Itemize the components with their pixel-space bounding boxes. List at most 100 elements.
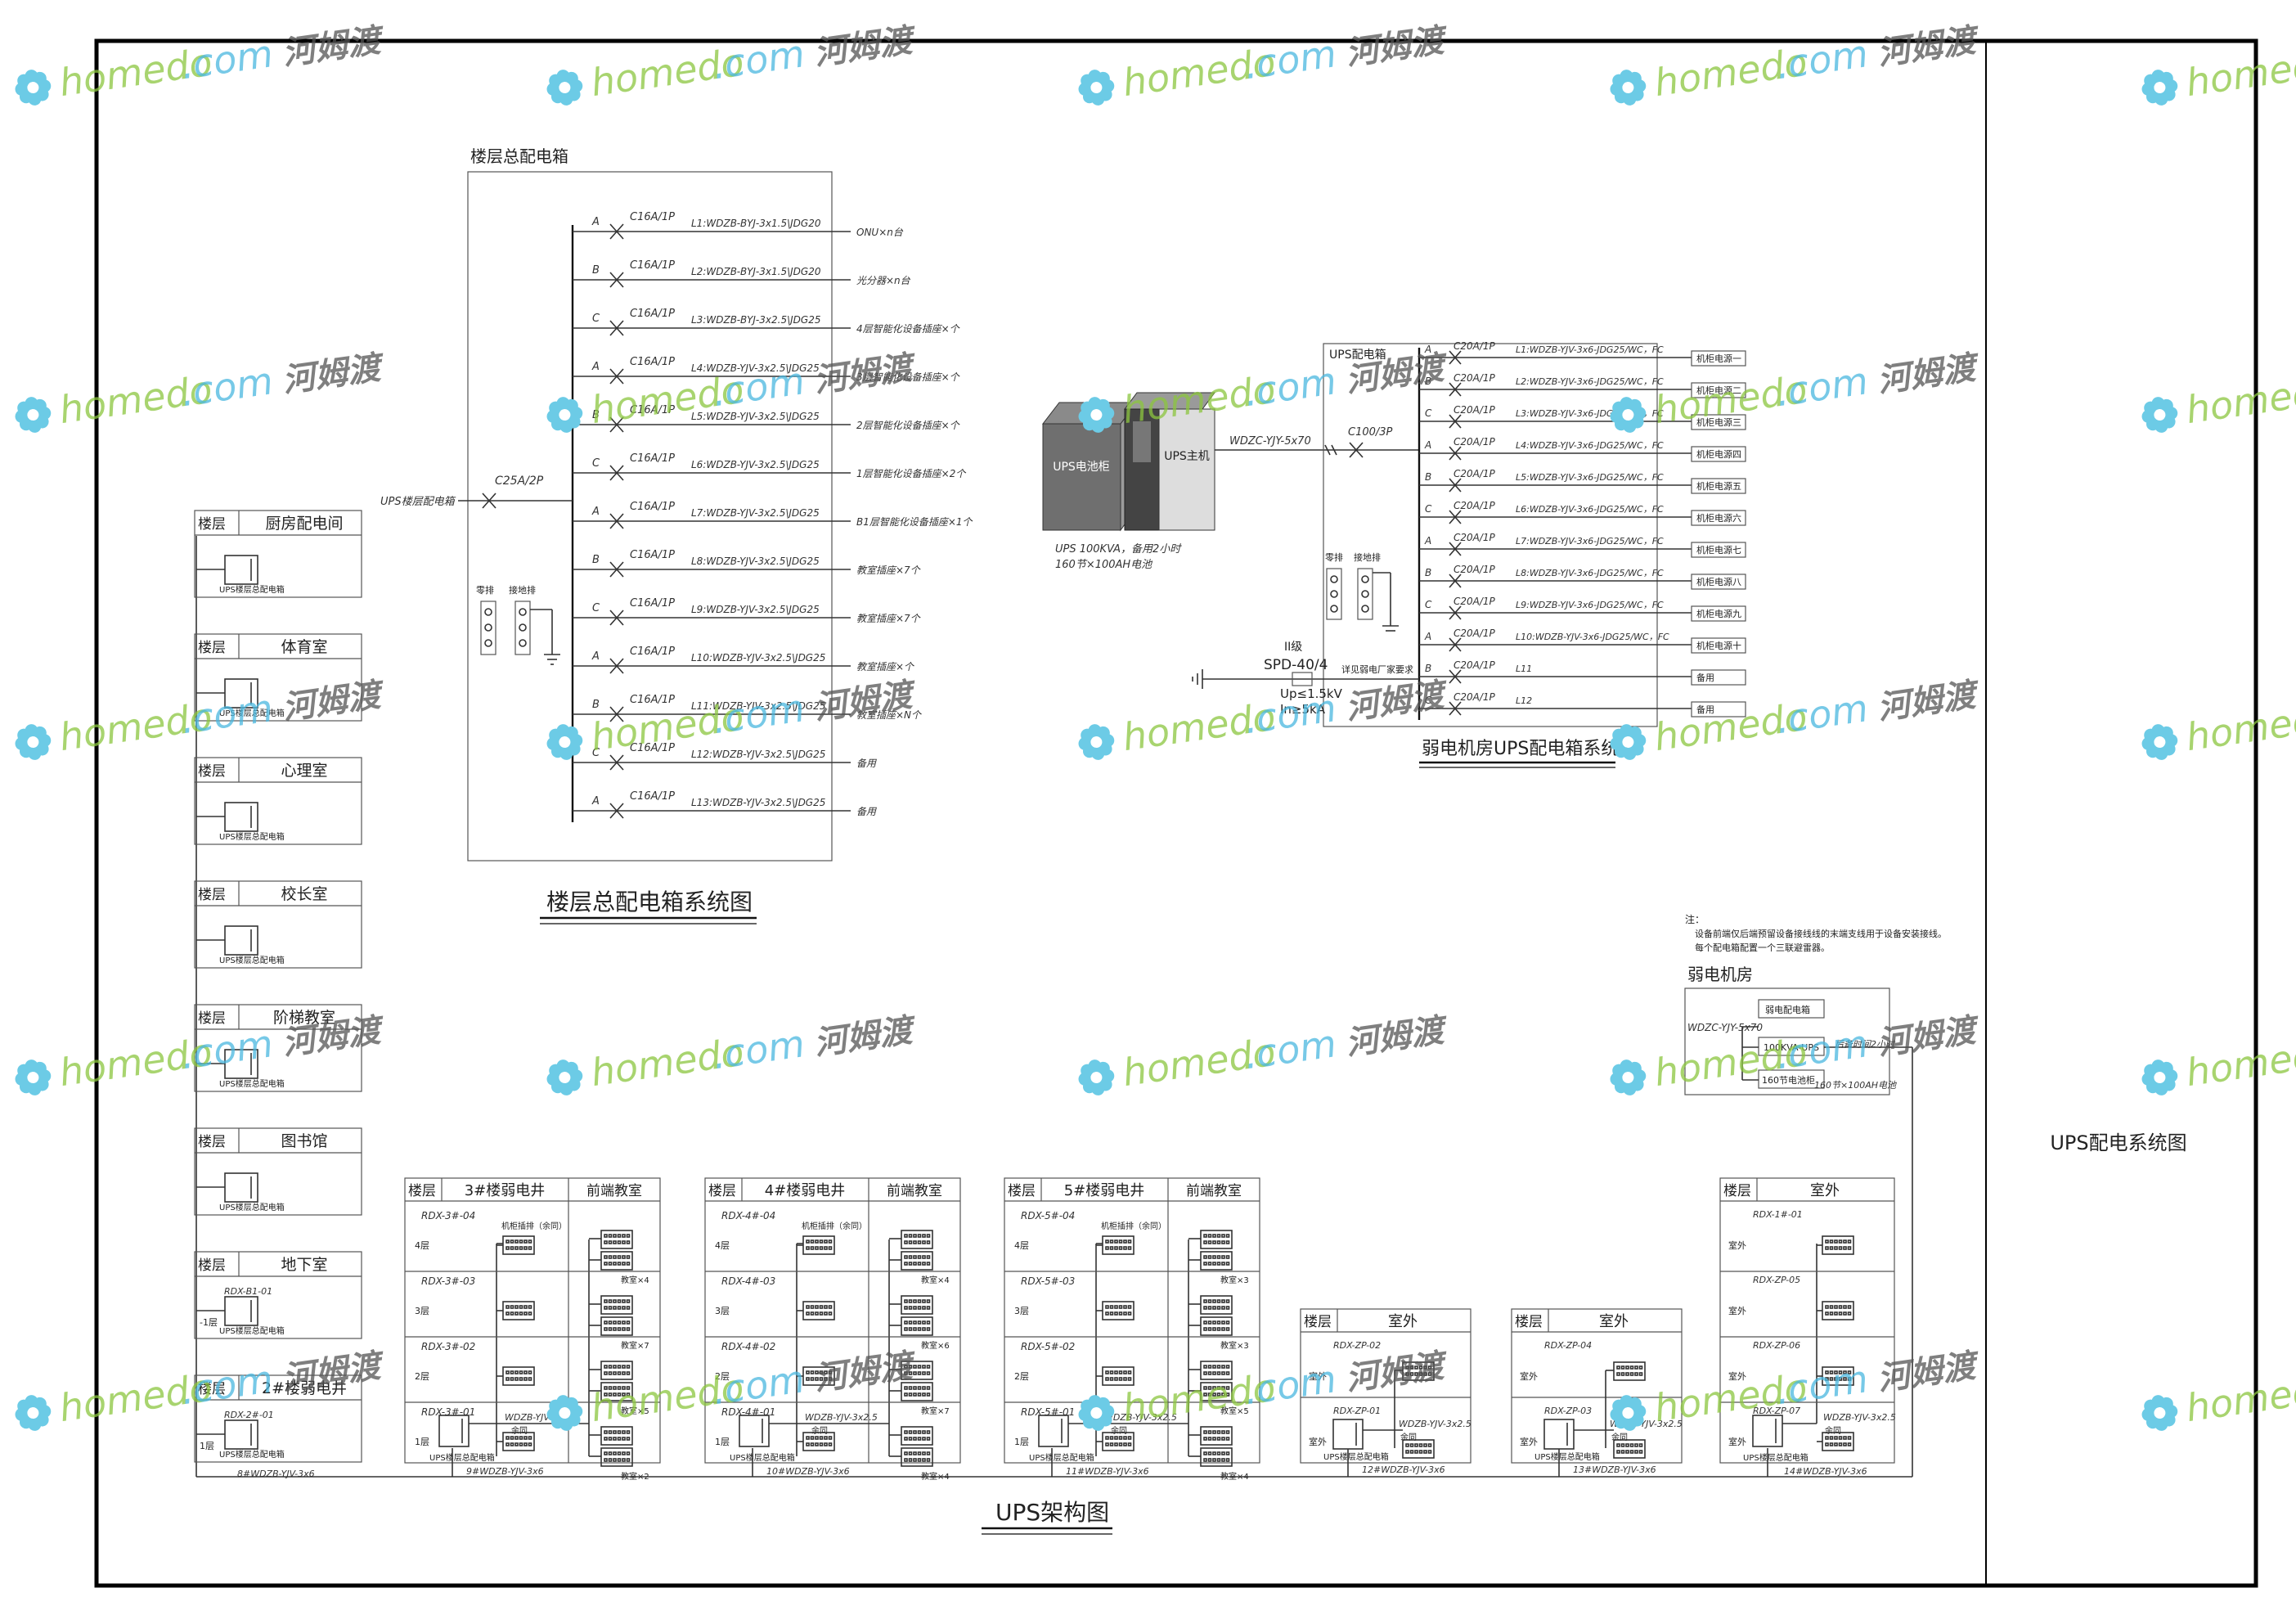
- watermark-cn: 河姆渡: [811, 1011, 919, 1063]
- outdoor-group-large: 楼层室外RDX-1#-01室外RDX-ZP-05室外RDX-ZP-06室外RDX…: [1719, 1177, 1896, 1477]
- spd-surge-protector: II级 SPD-40/4 Up≤1.5kV In≥5kA 详见弱电厂家要求: [1192, 641, 1419, 717]
- circuit-cable: L3:WDZB-BYJ-3x2.5\JDG25: [691, 314, 820, 326]
- classroom-count: 教室×4: [621, 1275, 649, 1285]
- floor-panel-incoming: UPS楼层配电箱: [380, 496, 456, 508]
- circuit-phase: A: [591, 361, 600, 373]
- floor-panel-neutral-bar-icon: [480, 601, 496, 655]
- floor-label: 室外: [1309, 1370, 1327, 1382]
- ups-room-diagram: UPS电池柜 UPS主机 UPS 100KVA，备用2小时 160节×100AH…: [1041, 340, 1746, 768]
- box-label: UPS楼层总配电箱: [1534, 1451, 1600, 1462]
- row-label: 楼层: [198, 763, 226, 780]
- rack-socket-icon: [1200, 1230, 1233, 1249]
- circuit-phase: A: [1424, 439, 1431, 451]
- rack-label: 机柜插排（余同）: [501, 1221, 567, 1231]
- rack-socket-icon: [901, 1382, 933, 1401]
- circuit-phase: C: [1425, 503, 1432, 515]
- box-label: UPS楼层总配电箱: [1323, 1451, 1389, 1462]
- shaft-name: 3#楼弱电井: [465, 1182, 546, 1199]
- spare-label: 余同: [1400, 1432, 1417, 1442]
- watermark-cn: 河姆渡: [280, 1347, 388, 1398]
- circuit-phase: A: [591, 650, 600, 663]
- box-label: UPS楼层总配电箱: [730, 1452, 795, 1463]
- shaft-name: 4#楼弱电井: [765, 1182, 846, 1199]
- box-id: RDX-ZP-03: [1544, 1406, 1592, 1416]
- floor-label: 室外: [1309, 1436, 1327, 1447]
- watermark-text: homedo: [2183, 1365, 2296, 1431]
- ups-panel-frame: [1323, 343, 1658, 727]
- rack-socket-icon: [802, 1301, 835, 1320]
- circuit-breaker: C16A/1P: [630, 308, 675, 320]
- spare-label: 余同: [1111, 1425, 1127, 1436]
- spare-label: 余同: [1611, 1432, 1628, 1442]
- rack-socket-icon: [1102, 1432, 1135, 1451]
- machine-room-frame: [1684, 987, 1890, 1095]
- classroom-count: 教室×5: [1220, 1406, 1249, 1416]
- circuit-breaker: C20A/1P: [1454, 436, 1496, 448]
- rack-socket-icon: [600, 1316, 633, 1336]
- watermark-cn: 河姆渡: [1875, 1011, 1983, 1063]
- watermark-cn: 河姆渡: [1875, 676, 1983, 727]
- box-id: RDX-3#-04: [421, 1210, 475, 1221]
- distribution-box-icon: [224, 1296, 258, 1326]
- floor-label: 室外: [1520, 1436, 1538, 1447]
- circuit-breaker: C20A/1P: [1454, 372, 1496, 384]
- outdoor-cable: 13#WDZB-YJV-3x6: [1573, 1464, 1656, 1475]
- box-id: RDX-5#-04: [1021, 1210, 1075, 1221]
- floor-label: 3层: [415, 1306, 429, 1316]
- ups-host-cabinet-label: UPS主机: [1164, 450, 1210, 463]
- spare-label: 余同: [511, 1425, 528, 1436]
- group-cable: 8#WDZB-YJV-3x6: [237, 1469, 315, 1479]
- circuit-load: 备用: [856, 758, 877, 769]
- rack-socket-icon: [1200, 1316, 1233, 1336]
- circuit-cable: L4:WDZB-YJV-3x6-JDG25/WC，FC: [1516, 440, 1664, 451]
- circuit-load: 教室插座×7个: [856, 613, 921, 624]
- spare-label: 余同: [811, 1425, 828, 1436]
- rack-socket-icon: [802, 1235, 835, 1255]
- machine-room-cable: WDZC-YJY-5x70: [1687, 1022, 1763, 1033]
- watermark-domain: .com: [1773, 1356, 1871, 1413]
- floor-label: 室外: [1728, 1370, 1746, 1382]
- floor-label: 2层: [715, 1371, 730, 1382]
- circuit-load: 教室插座×N个: [856, 709, 922, 721]
- row-label: 楼层: [1304, 1314, 1332, 1330]
- box-id: RDX-B1-01: [224, 1286, 272, 1297]
- circuit-phase: C: [592, 313, 600, 325]
- floor-label: 4层: [1014, 1240, 1029, 1251]
- rack-socket-icon: [502, 1301, 535, 1320]
- rack-socket-icon: [600, 1382, 633, 1401]
- ups-panel-label: UPS配电箱: [1329, 349, 1386, 362]
- watermark-domain: .com: [1242, 1356, 1339, 1413]
- circuit-breaker: C16A/1P: [630, 742, 675, 754]
- outdoor-group: 楼层室外RDX-ZP-02室外RDX-ZP-01室外WDZB-YJV-3x2.5…: [1300, 1308, 1472, 1477]
- machine-room-box-1: 弱电配电箱: [1765, 1004, 1810, 1015]
- circuit-cable: L7:WDZB-YJV-3x2.5\JDG25: [691, 507, 820, 519]
- distribution-box-icon: [739, 1415, 770, 1447]
- notes-block: 注： 设备前端仅后端预留设备接线线的末端支线用于设备安装接线。 每个配电箱配置一…: [1684, 913, 1947, 1477]
- box-label: UPS楼层总配电箱: [219, 1202, 285, 1212]
- row-label: 楼层: [708, 1183, 736, 1199]
- circuit-load: B1层智能化设备插座×1个: [856, 516, 973, 528]
- flower-logo-icon: [1610, 397, 1647, 433]
- watermark-domain: .com: [1773, 1021, 1871, 1077]
- group-name: 2#楼弱电井: [262, 1379, 347, 1397]
- circuit-phase: C: [1425, 407, 1432, 419]
- outdoor-label: 室外: [1810, 1182, 1840, 1199]
- row-label: 楼层: [198, 887, 226, 903]
- circuit-load: 备用: [1696, 704, 1714, 715]
- circuit-load: 光分器×n台: [856, 275, 911, 286]
- shaft-cable: 11#WDZB-YJV-3x6: [1066, 1466, 1149, 1477]
- front-label: 前端教室: [887, 1183, 942, 1199]
- rack-socket-icon: [600, 1361, 633, 1380]
- box-id: RDX-3#-01: [421, 1406, 475, 1418]
